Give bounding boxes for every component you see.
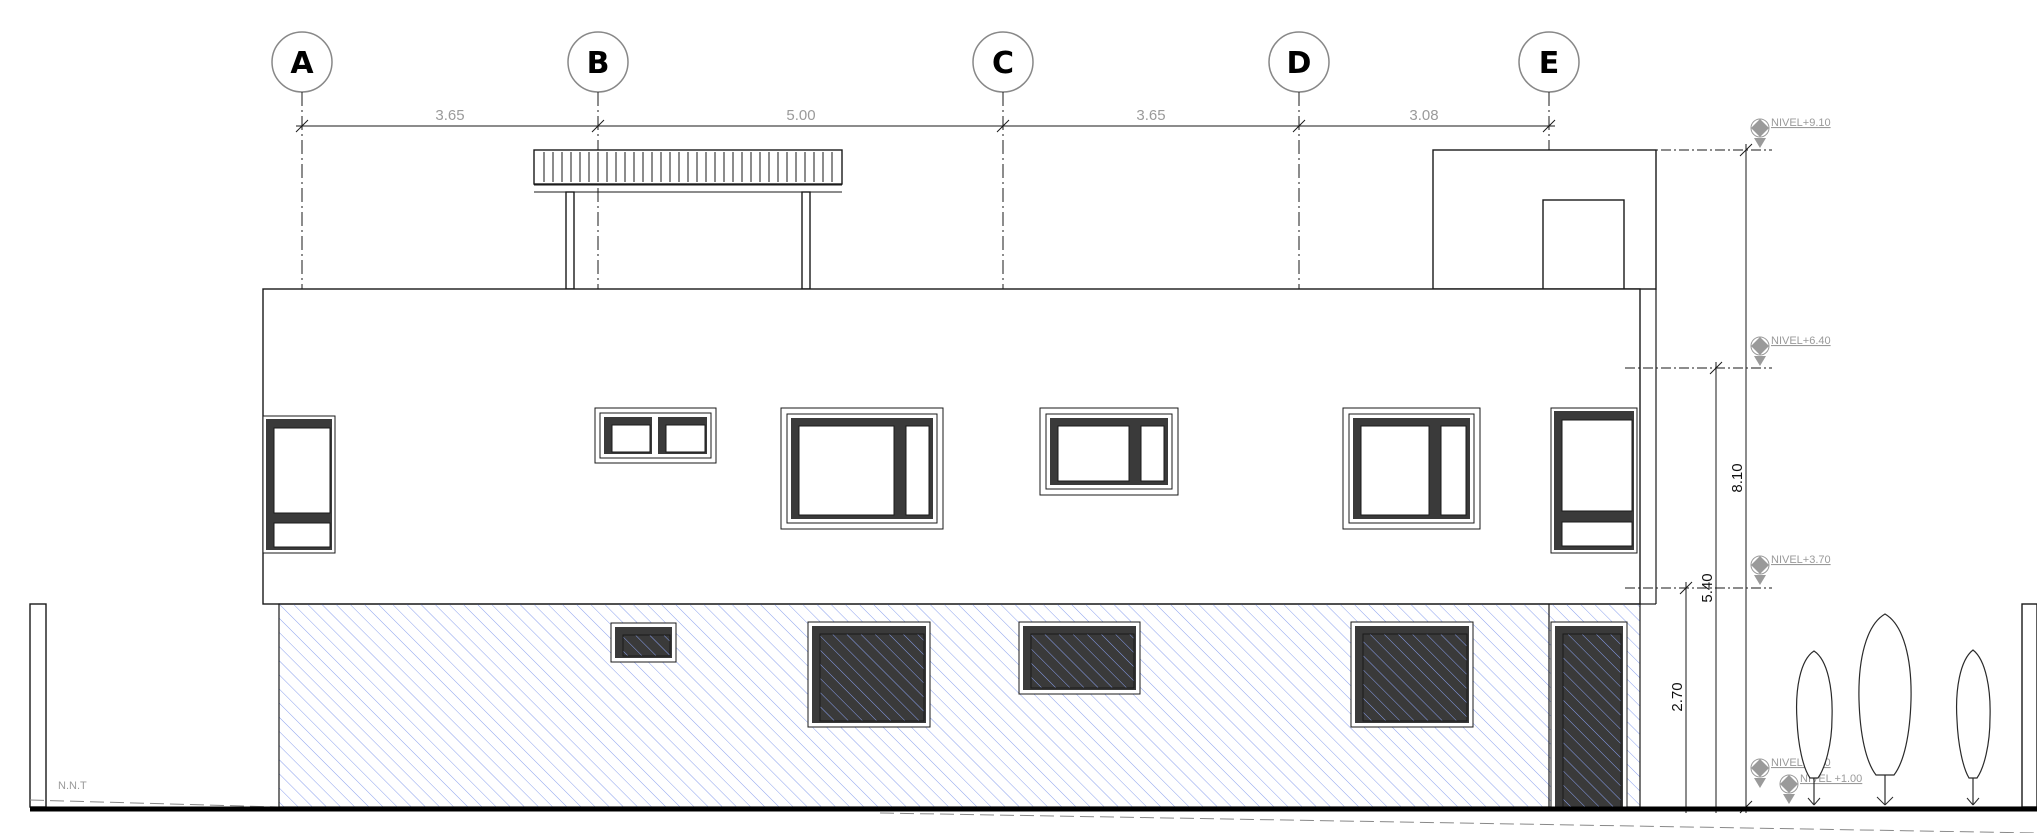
trees [1795, 613, 1991, 806]
tree-1 [1795, 650, 1833, 806]
dimension-c-d: 3.65 [1136, 107, 1165, 124]
level-marker-3-70: NIVEL+3.70 [1750, 554, 1831, 585]
grid-axis-c: C [972, 31, 1034, 93]
ground: N.N.T [29, 780, 2037, 833]
level-label-3-70: NIVEL+3.70 [1771, 554, 1831, 566]
level-marker-6-40: NIVEL+6.40 [1750, 335, 1831, 366]
upper-windows [262, 407, 1638, 554]
grid-axis-a-label: A [290, 46, 314, 81]
stair-tower [1432, 149, 1657, 605]
window-lower-small [610, 622, 677, 663]
dimension-b-c: 5.00 [786, 107, 815, 124]
window-upper-medium-cd [1039, 407, 1179, 496]
window-lower-bc [807, 621, 931, 728]
grid-axis-b-label: B [587, 46, 610, 81]
window-upper-small-b [594, 407, 717, 464]
window-upper-left [262, 415, 336, 554]
lower-windows [610, 621, 1628, 808]
tree-2 [1858, 613, 1912, 806]
dimension-upper-height: 5.40 [1699, 573, 1716, 602]
grid-axis-e: E [1518, 31, 1580, 93]
window-upper-right [1550, 407, 1638, 554]
vertical-dimensions: 8.10 5.40 2.70 [1669, 143, 1753, 814]
grid-axis-c-label: C [992, 46, 1014, 81]
door-lower-e [1550, 621, 1628, 808]
dimension-a-b: 3.65 [435, 107, 464, 124]
level-label-9-10: NIVEL+9.10 [1771, 117, 1831, 129]
grid-axis-lines [301, 92, 1550, 298]
level-label-6-40: NIVEL+6.40 [1771, 335, 1831, 347]
window-lower-c [1018, 621, 1141, 695]
grid-axes: A B C D E [271, 31, 1580, 93]
grid-axis-a: A [271, 31, 333, 93]
window-lower-d [1350, 621, 1474, 728]
grid-axis-b: B [567, 31, 629, 93]
tree-3 [1955, 649, 1991, 806]
roof-pergola [533, 149, 843, 290]
window-upper-large-de [1342, 407, 1481, 530]
window-upper-large-bc [780, 407, 944, 530]
dimension-lower-height: 2.70 [1669, 682, 1686, 711]
boundary-walls [29, 603, 2037, 808]
level-marker-1-00: NIVEL +1.00 [1779, 773, 1862, 804]
dimension-total-height: 8.10 [1729, 463, 1746, 492]
grid-axis-d-label: D [1287, 46, 1312, 81]
level-marker-9-10: NIVEL+9.10 [1750, 117, 1831, 148]
horizontal-dimension-chain: 3.65 5.00 3.65 3.08 [295, 107, 1556, 133]
grid-axis-d: D [1268, 31, 1330, 93]
level-markers: NIVEL+9.10 NIVEL+6.40 NIVEL+3.70 NIVEL+1… [1750, 117, 1862, 804]
grid-axis-e-label: E [1539, 46, 1560, 81]
ground-label: N.N.T [58, 780, 87, 792]
dimension-d-e: 3.08 [1409, 107, 1438, 124]
